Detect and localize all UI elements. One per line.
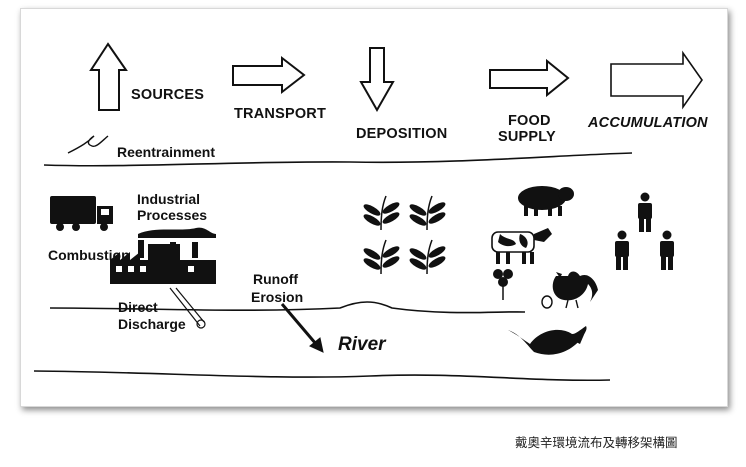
rooster-icon: [552, 271, 598, 309]
up-arrow-icon: [89, 42, 128, 111]
person-icon: [615, 230, 629, 270]
clover-icon: [493, 269, 513, 300]
cow-icon: [491, 228, 552, 264]
right-arrow-icon: [489, 58, 570, 98]
riverbank-top-line: [49, 301, 526, 314]
truck-icon: [50, 196, 113, 231]
label-reentrainment: Reentrainment: [117, 144, 216, 160]
diagram-artwork: [33, 42, 703, 382]
label-direct-line2: Discharge: [118, 316, 186, 332]
right-arrow-icon: [232, 55, 306, 95]
stage-label-transport: TRANSPORT: [234, 106, 327, 122]
stage-label-deposition: DEPOSITION: [356, 126, 448, 142]
pig-icon: [518, 186, 574, 216]
stage-label-food-line2: SUPPLY: [498, 129, 556, 145]
down-arrow-icon: [359, 47, 395, 113]
label-combustion: Combustion: [48, 247, 130, 263]
wheat-icon: [363, 195, 446, 275]
discharge-pipe-icon: [169, 287, 206, 329]
atmosphere-boundary-line: [43, 152, 633, 167]
runoff-arrow-icon: [280, 303, 324, 353]
factory-icon: [110, 227, 216, 284]
stage-label-accumulation: ACCUMULATION: [588, 115, 708, 131]
label-runoff-line1: Runoff: [253, 271, 299, 287]
stage-label-food-line1: FOOD: [508, 113, 551, 129]
label-river: River: [338, 334, 386, 355]
person-icon: [660, 230, 674, 270]
label-runoff-line2: Erosion: [251, 289, 304, 305]
label-industrial-line2: Processes: [137, 207, 208, 223]
right-arrow-icon: [610, 50, 703, 110]
label-industrial-line1: Industrial: [137, 191, 201, 207]
fish-icon: [508, 326, 587, 355]
stage-label-sources: SOURCES: [131, 87, 205, 103]
riverbank-bottom-line: [33, 370, 611, 382]
person-icon: [638, 192, 652, 232]
label-direct-line1: Direct: [118, 299, 158, 315]
reentrainment-swirl-icon: [67, 135, 109, 154]
egg-icon: [541, 295, 553, 309]
figure-caption: 戴奧辛環境流布及轉移架構圖: [515, 435, 678, 450]
